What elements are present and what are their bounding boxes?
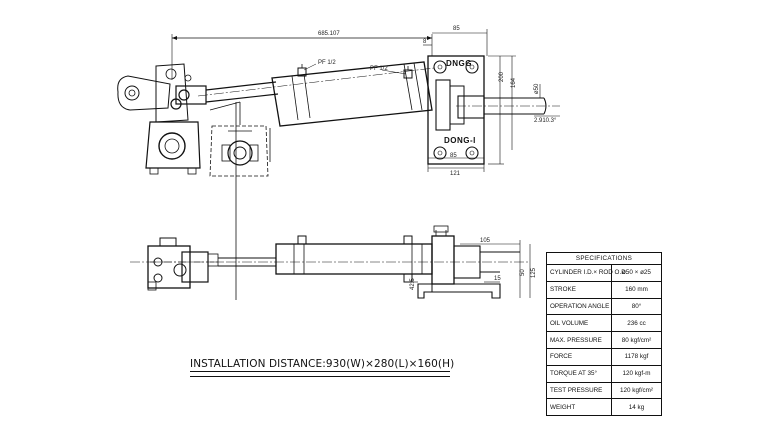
spec-key: WEIGHT [547, 399, 612, 416]
dim-overall: 685.107 [318, 31, 340, 37]
spec-value: 120 kgf/cm² [620, 386, 653, 394]
spec-value: 236 cc [627, 319, 646, 327]
spec-value: 1178 kgf [624, 353, 649, 361]
top-view [117, 29, 560, 300]
spec-row: OIL VOLUME 236 cc [547, 315, 661, 333]
spec-key: TEST PRESSURE [547, 382, 612, 399]
installation-distance: INSTALLATION DISTANCE:930(W)×280(L)×160(… [190, 358, 455, 372]
spec-value: 120 kgf-m [622, 370, 651, 378]
spec-value: ø50 × ø25 [622, 269, 651, 277]
specifications-title: SPECIFICATIONS [547, 253, 661, 265]
spec-key: OPERATION ANGLE [547, 298, 612, 315]
dim-side-50: 50 [520, 269, 526, 276]
spec-key: FORCE [547, 348, 612, 365]
spec-key: STROKE [547, 281, 612, 298]
spec-key: TORQUE AT 35° [547, 365, 612, 382]
dim-stroke: 2.910.3° [534, 118, 557, 124]
spec-key: MAX. PRESSURE [547, 332, 612, 348]
spec-value: 14 kg [628, 403, 645, 411]
installation-underline [190, 376, 450, 377]
specifications-table: SPECIFICATIONS CYLINDER I.D.× ROD O.D.ø5… [546, 252, 662, 417]
spec-value: 160 mm [625, 286, 648, 294]
dim-bottom-121: 121 [450, 171, 461, 177]
spec-key: CYLINDER I.D.× ROD O.D. [547, 265, 628, 281]
brand-bottom: DONG-I [444, 136, 476, 145]
port-label-right: PF 1/2 [370, 66, 388, 72]
dim-164: 164 [511, 77, 517, 88]
dim-side-425: 42.5 [410, 278, 416, 290]
dim-small-8: 8 [423, 39, 427, 45]
spec-key: OIL VOLUME [547, 315, 612, 332]
dim-top-85: 85 [453, 26, 460, 32]
spec-value: 80 kgf/cm² [621, 336, 652, 344]
spec-row: WEIGHT 14 kg [547, 399, 661, 416]
drawing-annotations: 685.107 85 8 PF 1/2 PF 1/2 DNGG DONG-I 2… [318, 26, 557, 290]
front-view [130, 225, 531, 299]
dim-200: 200 [499, 71, 505, 82]
dim-bottom-85: 85 [450, 153, 457, 159]
spec-value: 80° [631, 302, 642, 310]
spec-row: TORQUE AT 35° 120 kgf-m [547, 365, 661, 383]
dim-side-105: 105 [480, 238, 491, 244]
dim-phi-50: ø50 [534, 83, 540, 94]
brand-top: DNGG [446, 59, 472, 68]
spec-row: STROKE 160 mm [547, 281, 661, 299]
dim-side-15: 15 [494, 276, 501, 282]
spec-row: OPERATION ANGLE 80° [547, 298, 661, 316]
spec-row: FORCE 1178 kgf [547, 348, 661, 366]
port-label-left: PF 1/2 [318, 60, 336, 66]
spec-row: TEST PRESSURE 120 kgf/cm² [547, 382, 661, 400]
dim-side-125: 125 [531, 267, 537, 278]
spec-row: CYLINDER I.D.× ROD O.D.ø50 × ø25 [547, 265, 661, 282]
spec-row: MAX. PRESSURE 80 kgf/cm² [547, 332, 661, 349]
